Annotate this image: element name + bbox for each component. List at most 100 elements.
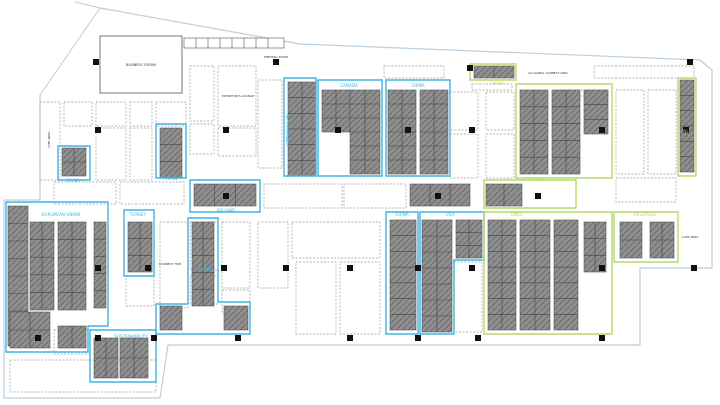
pavilion-japan-label: JAPAN xyxy=(198,267,211,272)
booth-block xyxy=(419,89,449,175)
marker-square xyxy=(347,265,353,271)
marker-square xyxy=(335,127,341,133)
booth-block xyxy=(389,219,417,331)
booth-outline xyxy=(615,177,677,203)
marker-square xyxy=(145,265,151,271)
marker-square xyxy=(223,127,229,133)
booth-block xyxy=(287,81,317,177)
booth-block xyxy=(551,89,581,175)
marker-square xyxy=(475,335,481,341)
booth-block xyxy=(473,65,515,79)
booth-outline xyxy=(129,101,153,127)
marker-square xyxy=(273,59,279,65)
booth-block xyxy=(421,219,453,333)
hatched-booths xyxy=(7,65,695,379)
pavilion-turkey-label: TURKEY xyxy=(129,212,147,217)
marker-square xyxy=(469,127,475,133)
booth-block xyxy=(619,221,643,259)
booth-outline xyxy=(129,127,153,181)
markers xyxy=(35,59,697,341)
pavilion-outline xyxy=(57,145,91,181)
booth-outline xyxy=(263,183,343,209)
pavilion-outline xyxy=(385,211,419,335)
connect-hub-label: CONNECT HUB xyxy=(159,262,181,266)
booth-outline xyxy=(449,133,479,179)
marker-square xyxy=(683,127,689,133)
booth-outline xyxy=(189,65,215,122)
pavilion-outline xyxy=(155,217,251,335)
booth-outline xyxy=(343,183,407,209)
pavilion-outline xyxy=(189,179,261,213)
booth-block xyxy=(57,221,87,311)
pavilion-reserved-label: RESERVED xyxy=(634,212,656,217)
booth-outline xyxy=(647,89,677,175)
marker-square xyxy=(283,265,289,271)
pavilion-outline xyxy=(123,209,155,277)
booth-outline xyxy=(593,65,695,79)
marker-square xyxy=(235,335,241,341)
booth-outline xyxy=(339,261,381,335)
booth-outline xyxy=(189,123,215,155)
marker-square xyxy=(599,127,605,133)
pavilion-china-small-label: CHINA xyxy=(490,81,503,86)
marker-square xyxy=(95,335,101,341)
marker-square xyxy=(687,59,693,65)
marker-square xyxy=(415,265,421,271)
booth-block xyxy=(29,221,55,311)
pavilion-usa-label: USA xyxy=(446,212,455,217)
booth-outline xyxy=(125,275,155,307)
marker-square xyxy=(221,265,227,271)
marker-square xyxy=(599,265,605,271)
booth-block xyxy=(519,219,551,331)
booth-block xyxy=(553,219,579,331)
pavilion-korea-label: KOREA xyxy=(530,177,544,182)
pavilion-outline xyxy=(283,77,317,177)
booth-outline xyxy=(295,261,337,335)
booth-outline xyxy=(383,65,445,79)
pavilion-european-union-label: EUROPEAN UNION xyxy=(42,212,80,217)
booth-block xyxy=(127,221,153,273)
booth-block xyxy=(583,221,607,273)
marker-square xyxy=(435,193,441,199)
booth-outline xyxy=(217,127,257,157)
exhibitors-lounge-label: EXHIBITOR'S LOUNGE xyxy=(222,94,255,98)
pavilion-sustainability-label: SUSTAINABILITY xyxy=(114,334,148,339)
booth-block xyxy=(159,305,183,331)
pavilion-outline xyxy=(677,77,697,177)
booth-block xyxy=(679,79,695,173)
booth-block xyxy=(159,127,183,179)
booth-outline xyxy=(119,181,185,205)
pavilion-outlines xyxy=(5,63,697,383)
marker-square xyxy=(95,265,101,271)
pavilion-outline xyxy=(5,201,109,353)
booth-block xyxy=(223,305,249,331)
business-forum-room xyxy=(99,35,183,94)
business-forum-label: BUSINESS FORUM xyxy=(126,63,156,67)
marker-square xyxy=(599,335,605,341)
booth-block xyxy=(349,89,381,175)
pavilion-outline xyxy=(613,211,679,263)
marker-square xyxy=(93,59,99,65)
booth-outline xyxy=(449,91,479,131)
marker-square xyxy=(35,335,41,341)
pavilion-canada-label: CANADA xyxy=(340,83,358,88)
booth-block xyxy=(61,147,87,177)
booth-block xyxy=(455,219,483,259)
booth-block xyxy=(119,337,149,379)
marker-square xyxy=(223,193,229,199)
hall-outline xyxy=(3,7,713,399)
pavilion-china-top-label: CHINA xyxy=(411,83,424,88)
booth-block xyxy=(387,89,417,175)
booth-outline xyxy=(221,221,251,289)
pavilion-outline xyxy=(317,79,383,177)
booth-outline xyxy=(471,83,513,91)
cafe-area-left-label: CAFE AREA xyxy=(47,131,51,149)
booth-outline xyxy=(63,101,93,127)
booth-block xyxy=(321,89,351,133)
booth-block xyxy=(93,337,119,379)
booth-outline xyxy=(95,101,127,127)
marker-square xyxy=(691,265,697,271)
pavilion-outline xyxy=(483,211,613,335)
go-global-label: GO GLOBAL CONNECT AREA xyxy=(528,71,568,75)
